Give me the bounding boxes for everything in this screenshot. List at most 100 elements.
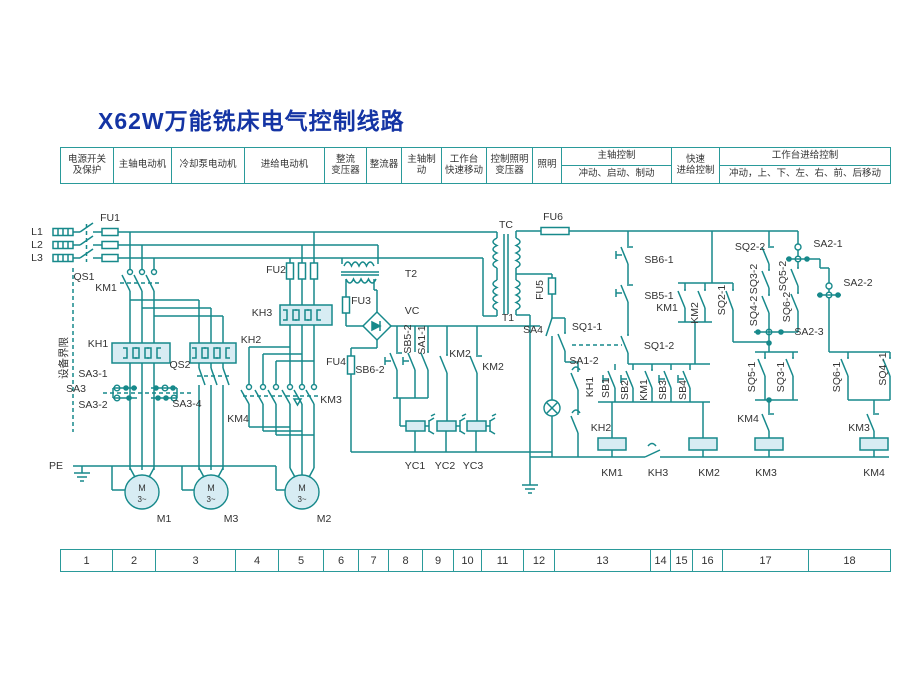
- label-sa2-2: SA2-2: [843, 277, 872, 289]
- label-sa3-1: SA3-1: [78, 368, 107, 380]
- zone-number-16: 16: [693, 550, 723, 571]
- motor3-phase: 3~: [206, 495, 215, 504]
- header-col-4-title: 进给电动机: [260, 159, 309, 171]
- label-yc3: YC3: [463, 460, 484, 472]
- header-col-13-title: 工作台进给控制: [720, 148, 890, 166]
- label-km1-coil: KM1: [601, 467, 623, 479]
- header-col-2-title: 主轴电动机: [118, 159, 167, 171]
- header-col-10: 照明: [533, 148, 562, 183]
- header-col-10-title: 照明: [537, 159, 557, 171]
- header-col-11-title: 主轴控制: [562, 148, 671, 166]
- label-km3-coil: KM3: [755, 467, 777, 479]
- label-l1: L1: [31, 226, 43, 238]
- label-m3: M3: [224, 513, 239, 525]
- label-kh2-main: KH2: [241, 334, 262, 346]
- label-sb3: SB3: [657, 380, 669, 400]
- label-fu6: FU6: [543, 211, 563, 223]
- label-qs2: QS2: [169, 359, 190, 371]
- header-col-7-title: 主轴制动: [407, 154, 436, 176]
- label-kh3-main: KH3: [252, 307, 273, 319]
- header-col-3-title: 冷却泵电动机: [179, 159, 237, 171]
- label-km2-hold: KM2: [689, 302, 701, 324]
- header-col-1-title: 电源开关 及保护: [67, 154, 106, 176]
- label-kh3-ctrl: KH3: [648, 467, 669, 479]
- label-sq3-2: SQ3-2: [748, 264, 760, 295]
- page-title: X62W万能铣床电气控制线路: [98, 108, 405, 134]
- label-t2: T2: [405, 268, 417, 280]
- label-sa1-1: SA1-1: [416, 325, 428, 354]
- zone-number-13: 13: [555, 550, 651, 571]
- label-sa1-2: SA1-2: [569, 355, 598, 367]
- header-col-11: 主轴控制冲动、启动、制动: [562, 148, 672, 183]
- label-fu1: FU1: [100, 212, 120, 224]
- label-km4-main: KM4: [227, 413, 249, 425]
- label-kh2-ctrl: KH2: [591, 422, 612, 434]
- label-fu3: FU3: [351, 295, 371, 307]
- label-l3: L3: [31, 252, 43, 264]
- label-sq2-2: SQ2-2: [735, 241, 766, 253]
- label-vc: VC: [405, 305, 420, 317]
- zone-number-12: 12: [524, 550, 555, 571]
- label-km4-coil: KM4: [863, 467, 885, 479]
- header-col-6-title: 整流器: [369, 159, 399, 171]
- label-sa2-3: SA2-3: [794, 326, 823, 338]
- zone-number-5: 5: [279, 550, 324, 571]
- label-qs1: QS1: [73, 271, 94, 283]
- section-header-table: 电源开关 及保护主轴电动机冷却泵电动机进给电动机整流 变压器整流器主轴制动工作台…: [60, 147, 891, 184]
- label-sb5-2: SB5-2: [402, 324, 414, 353]
- zone-number-15: 15: [671, 550, 693, 571]
- zone-number-17: 17: [723, 550, 809, 571]
- label-km2-coil: KM2: [698, 467, 720, 479]
- label-fu2: FU2: [266, 264, 286, 276]
- label-km1-hold: KM1: [656, 302, 678, 314]
- label-sq4-2: SQ4-2: [748, 296, 760, 327]
- zone-number-6: 6: [324, 550, 359, 571]
- header-col-5-title: 整流 变压器: [331, 154, 360, 176]
- zone-number-7: 7: [359, 550, 389, 571]
- header-col-13-sub: 冲动，上、下、左、右、前、后移动: [728, 168, 881, 180]
- label-equipment-boundary: 设备界限: [57, 337, 70, 379]
- label-sb6-1: SB6-1: [644, 254, 673, 266]
- header-col-7: 主轴制动: [402, 148, 442, 183]
- label-km3-ctrl: KM3: [848, 422, 870, 434]
- label-tc: TC: [499, 219, 513, 231]
- header-col-12-title: 快速 进给控制: [676, 154, 715, 176]
- label-m2: M2: [317, 513, 332, 525]
- label-yc1: YC1: [405, 460, 426, 472]
- label-km1-grp: KM1: [638, 379, 650, 401]
- header-col-8-title: 工作台 快速移动: [444, 154, 483, 176]
- label-kh1-main: KH1: [88, 338, 109, 350]
- zone-number-4: 4: [236, 550, 279, 571]
- label-km4-ctrl: KM4: [737, 413, 759, 425]
- zone-number-10: 10: [454, 550, 482, 571]
- label-sq6-1: SQ6-1: [831, 362, 843, 393]
- header-col-5: 整流 变压器: [325, 148, 367, 183]
- label-sb1: SB1: [600, 378, 612, 398]
- label-sq4-1: SQ4 -1: [877, 352, 889, 385]
- header-col-9: 控制照明 变压器: [487, 148, 533, 183]
- label-l2: L2: [31, 239, 43, 251]
- motor1-phase: 3~: [137, 495, 146, 504]
- label-fu5: FU5: [534, 280, 546, 300]
- zone-number-8: 8: [389, 550, 423, 571]
- zone-number-14: 14: [651, 550, 671, 571]
- label-kh1-ctrl: KH1: [584, 377, 596, 398]
- header-col-2: 主轴电动机: [114, 148, 172, 183]
- label-sb4: SB4: [677, 380, 689, 400]
- zone-number-3: 3: [156, 550, 236, 571]
- label-m1: M1: [157, 513, 172, 525]
- zone-number-11: 11: [482, 550, 524, 571]
- label-sa3: SA3: [66, 383, 86, 395]
- header-col-13: 工作台进给控制冲动，上、下、左、右、前、后移动: [720, 148, 890, 183]
- header-col-1: 电源开关 及保护: [61, 148, 114, 183]
- label-fu4: FU4: [326, 356, 346, 368]
- header-col-12: 快速 进给控制: [672, 148, 720, 183]
- motor3-letter: M: [207, 483, 215, 493]
- zone-number-9: 9: [423, 550, 454, 571]
- label-sq3-1: SQ3-1: [775, 362, 787, 393]
- label-sq5-1: SQ5-1: [746, 362, 758, 393]
- label-km2-a: KM2: [449, 348, 471, 360]
